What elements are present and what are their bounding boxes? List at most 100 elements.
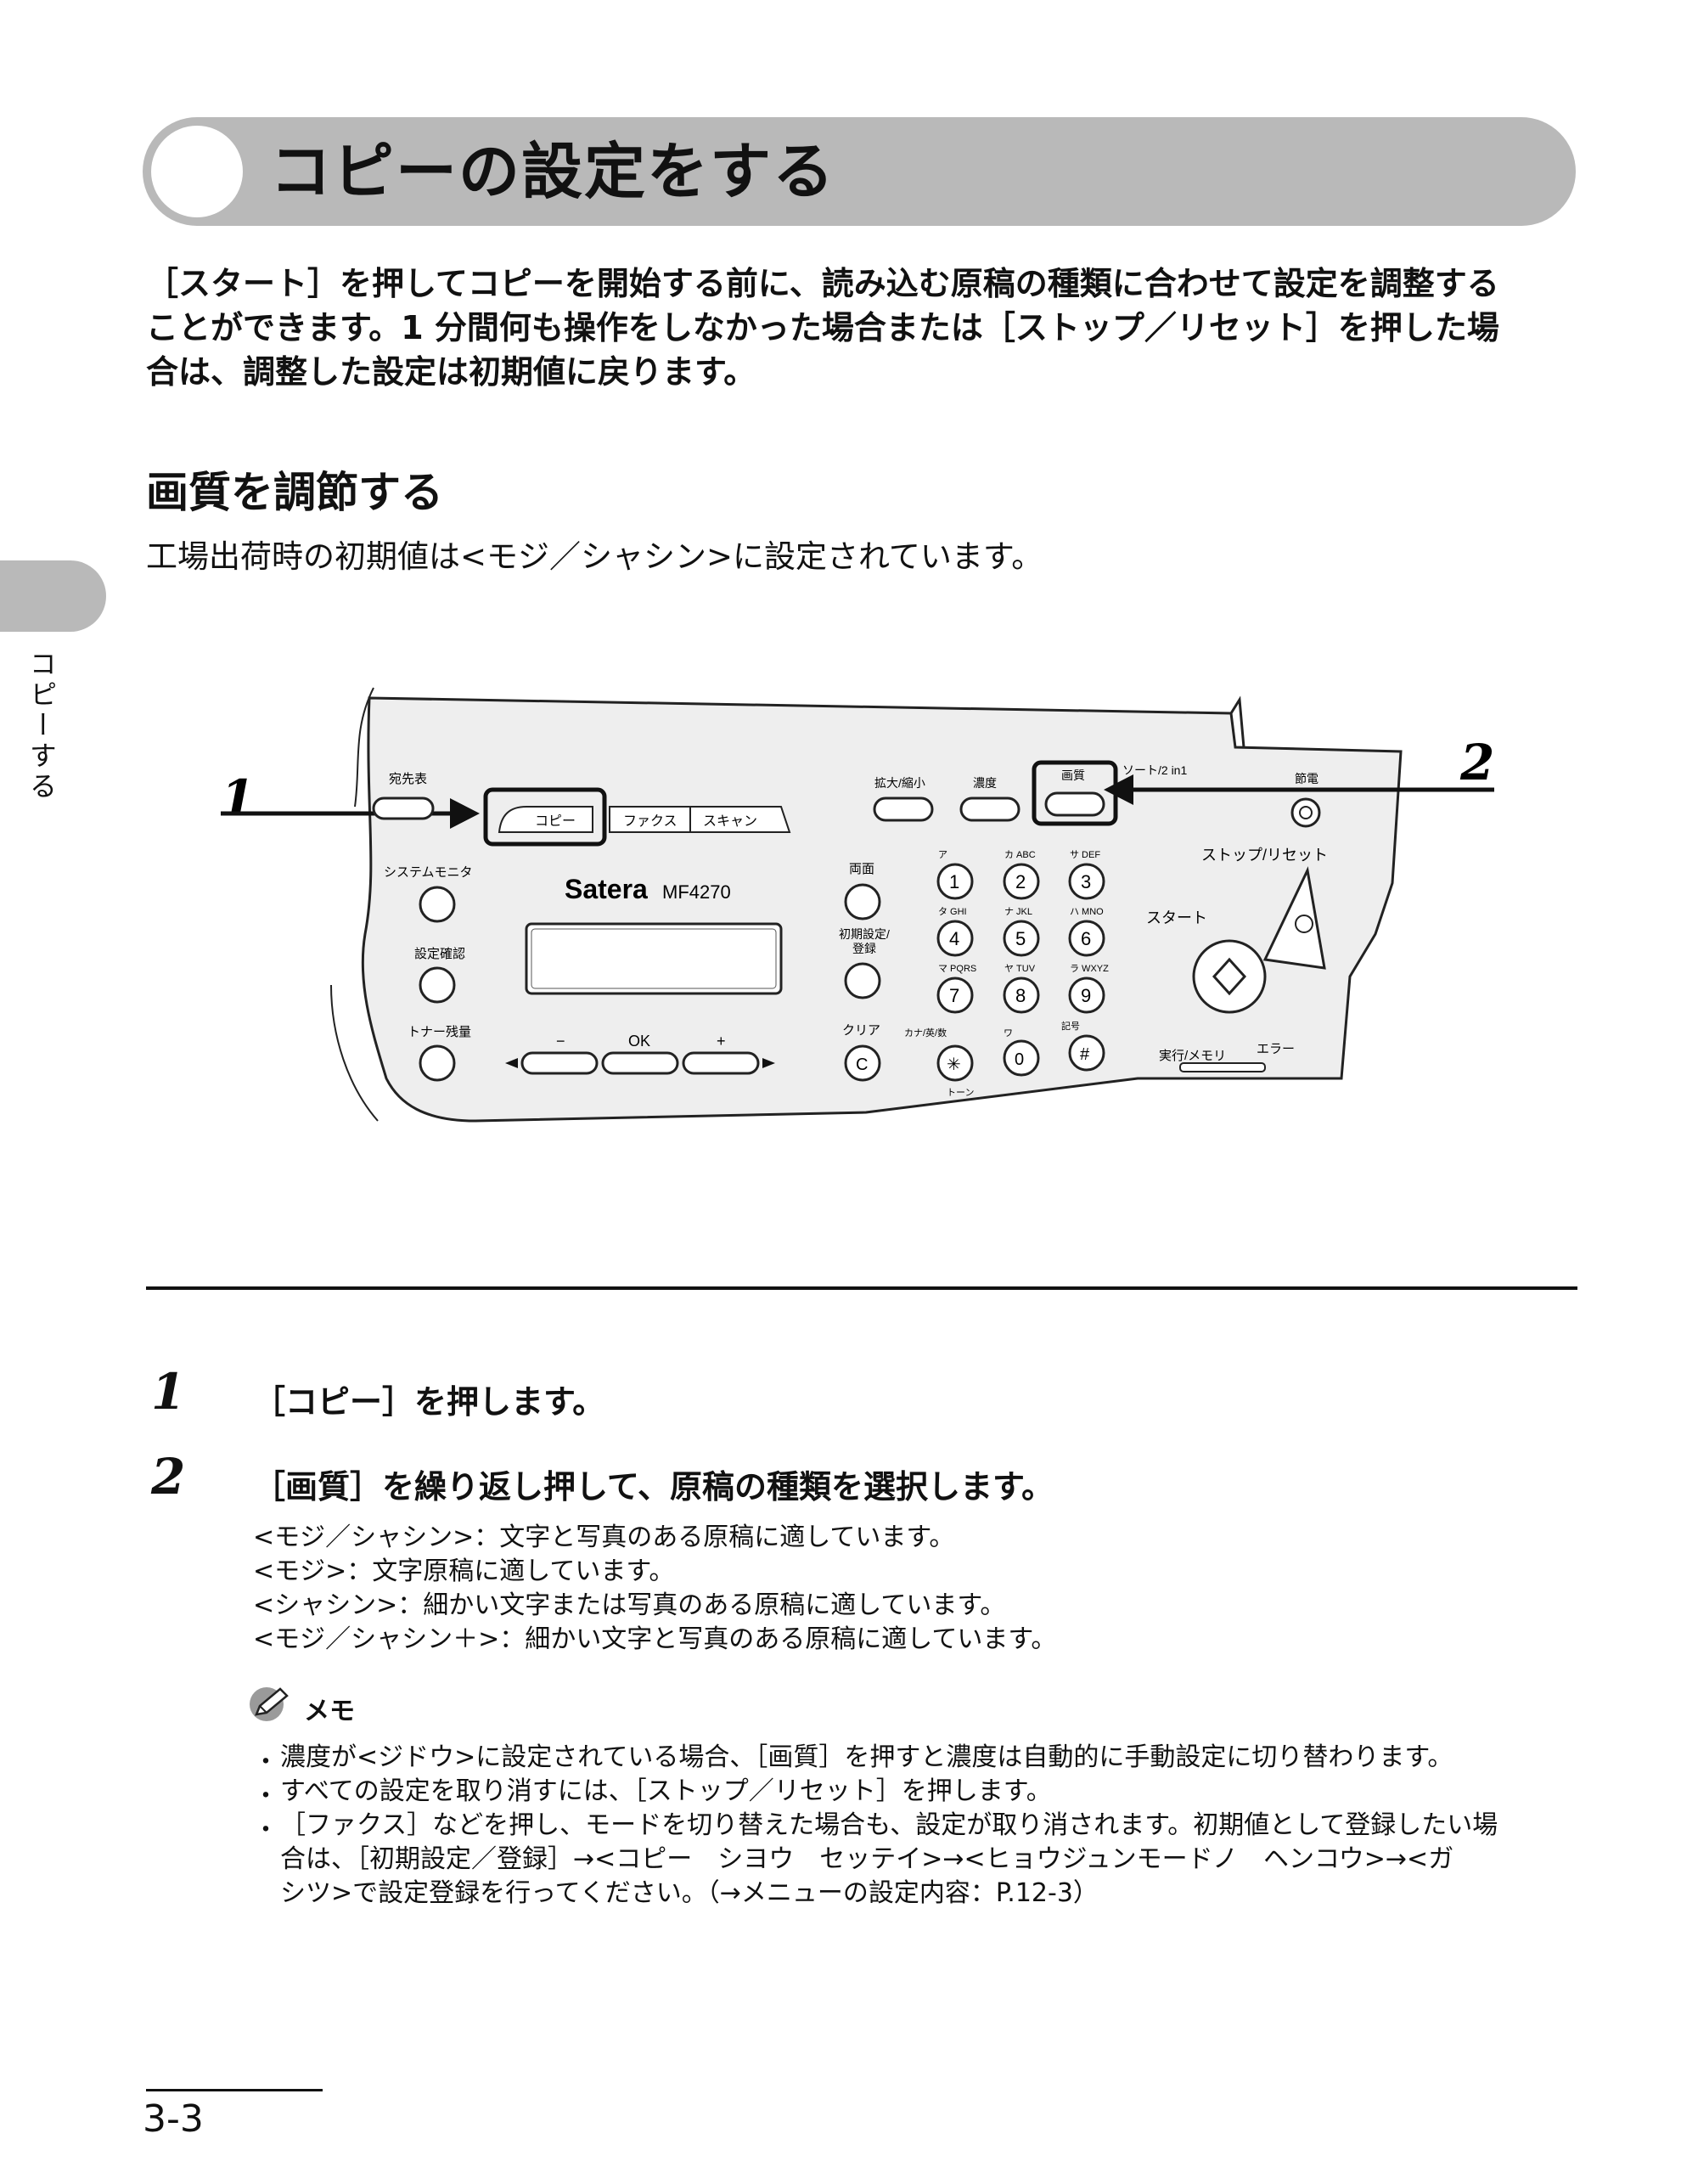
clear-label: クリア xyxy=(842,1023,880,1038)
minus-button[interactable] xyxy=(520,1051,599,1075)
settings-check-button[interactable] xyxy=(419,966,456,1004)
clear-button[interactable] xyxy=(844,1044,881,1082)
hash-key-glyph: # xyxy=(1080,1045,1090,1064)
fax-tab-label: ファクス xyxy=(623,813,678,829)
quality-highlight-box xyxy=(1032,760,1118,826)
memo-item-line: ［ファクス］などを押し、モードを切り替えた場合も、設定が取り消されます。初期値と… xyxy=(280,1810,1498,1840)
lcd-display xyxy=(525,922,783,995)
memo-bullet: ・ xyxy=(253,1782,278,1811)
step-2-number: 2 xyxy=(151,1448,186,1506)
additional-functions-button[interactable] xyxy=(844,962,881,999)
minus-label: − xyxy=(556,1033,565,1050)
memo-pencil-icon xyxy=(250,1687,289,1721)
keypad-key-digit: 8 xyxy=(1015,985,1026,1006)
keypad-key-digit: 7 xyxy=(949,985,959,1006)
keypad-key-letters: ヤ TUV xyxy=(1004,964,1036,974)
keypad-key-4[interactable] xyxy=(936,920,974,957)
keypad-key-digit: 3 xyxy=(1081,871,1091,892)
chapter-tab xyxy=(0,560,106,632)
system-monitor-label: システムモニタ xyxy=(384,865,473,880)
keypad-key-digit: 6 xyxy=(1081,928,1091,949)
stop-icon xyxy=(1295,915,1313,933)
section-heading: 画質を調節する xyxy=(146,468,443,517)
left-arrow-icon xyxy=(505,1058,518,1068)
intro-line: ［スタート］を押してコピーを開始する前に、読み込む原稿の種類に合わせて設定を調整… xyxy=(146,265,1499,302)
toner-button[interactable] xyxy=(419,1044,456,1082)
intro-paragraph: ［スタート］を押してコピーを開始する前に、読み込む原稿の種類に合わせて設定を調整… xyxy=(146,262,1581,394)
memo-item: すべての設定を取り消すには、［ストップ／リセット］を押します。 xyxy=(280,1776,1052,1806)
symbol-label: 記号 xyxy=(1061,1020,1080,1032)
step-1-text: ［コピー］を押します。 xyxy=(253,1383,605,1421)
copy-tab-label: コピー xyxy=(535,814,576,829)
plus-label: + xyxy=(717,1033,726,1050)
fax-tab-button[interactable] xyxy=(609,806,691,833)
keypad-key-1[interactable] xyxy=(936,863,974,900)
control-panel-illustration: 1 2 宛先表 コピー ファクス スキャン 拡大/縮小 濃度 画質 ソート/2 … xyxy=(221,687,1494,1123)
density-button[interactable] xyxy=(959,796,1020,822)
keypad-key-letters: マ PQRS xyxy=(938,964,976,974)
keypad-key-6[interactable] xyxy=(1068,920,1105,957)
keypad-key-letters: ナ JKL xyxy=(1004,906,1032,917)
energy-saver-button[interactable] xyxy=(1290,797,1321,828)
keypad-key-5[interactable] xyxy=(1003,920,1040,957)
star-key-glyph: ✳ xyxy=(947,1055,961,1074)
processing-memory-label: 実行/メモリ xyxy=(1159,1049,1226,1063)
keypad-key-letters: サ DEF xyxy=(1070,849,1100,860)
address-book-label: 宛先表 xyxy=(389,772,427,786)
memo-bullet: ・ xyxy=(253,1748,278,1777)
intro-line: 合は、調整した設定は初期値に戻ります。 xyxy=(146,353,756,391)
two-sided-label: 両面 xyxy=(849,862,874,876)
keypad-key-digit: 5 xyxy=(1015,928,1026,949)
stop-reset-label: ストップ/リセット xyxy=(1201,847,1328,864)
tone-label: トーン xyxy=(947,1088,974,1098)
keypad-key-3[interactable] xyxy=(1068,863,1105,900)
density-label: 濃度 xyxy=(973,776,997,790)
copy-tab-button[interactable] xyxy=(498,806,593,833)
hash-key[interactable] xyxy=(1068,1034,1105,1072)
zoom-button[interactable] xyxy=(873,796,934,822)
keypad-key-digit: 2 xyxy=(1015,871,1026,892)
system-monitor-button[interactable] xyxy=(419,886,456,923)
quality-option: <モジ／シャシン>：文字と写真のある原稿に適しています。 xyxy=(253,1523,955,1552)
keypad-key-2[interactable] xyxy=(1003,863,1040,900)
title-circle-decoration xyxy=(151,126,243,217)
energy-saver-icon xyxy=(1299,806,1313,819)
intro-line: ことができます。1 分間何も操作をしなかった場合または［ストップ／リセット］を押… xyxy=(146,309,1499,346)
additional-functions-label: 初期設定/ xyxy=(839,927,890,941)
keypad-key-9[interactable] xyxy=(1068,977,1105,1014)
quality-option: <モジ／シャシン＋>：細かい文字と写真のある原稿に適しています。 xyxy=(253,1624,1057,1654)
zero-key-glyph: 0 xyxy=(1015,1050,1024,1069)
keypad-key-7[interactable] xyxy=(936,977,974,1014)
settings-check-label: 設定確認 xyxy=(414,947,465,961)
right-arrow-icon xyxy=(762,1058,775,1068)
ok-button[interactable] xyxy=(601,1051,679,1075)
step-2-text: ［画質］を繰り返し押して、原稿の種類を選択します。 xyxy=(253,1468,1054,1506)
zoom-label: 拡大/縮小 xyxy=(874,776,925,790)
plus-button[interactable] xyxy=(682,1051,760,1075)
keypad-key-letters: ラ WXYZ xyxy=(1070,964,1109,974)
image-quality-button[interactable] xyxy=(1044,791,1105,817)
wa-label: ワ xyxy=(1004,1028,1013,1039)
address-book-button[interactable] xyxy=(372,796,435,820)
scan-tab-label: スキャン xyxy=(703,814,757,829)
stop-button[interactable] xyxy=(1262,866,1326,970)
footer-rule xyxy=(146,2089,323,2091)
energy-saver-label: 節電 xyxy=(1295,772,1318,785)
quality-option: <モジ>：文字原稿に適しています。 xyxy=(253,1556,675,1586)
memo-bullet: ・ xyxy=(253,1815,278,1845)
error-label: エラー xyxy=(1257,1042,1295,1056)
scan-tab-button[interactable] xyxy=(689,806,791,833)
star-key[interactable] xyxy=(936,1044,974,1082)
memo-item-line: 合は、［初期設定／登録］→<コピー シヨウ セッテイ>→<ヒョウジュンモードノ … xyxy=(280,1844,1454,1874)
keypad-key-digit: 9 xyxy=(1081,985,1091,1006)
chapter-tab-label: コピーする xyxy=(25,650,58,802)
memo-item: 濃度が<ジドウ>に設定されている場合、［画質］を押すと濃度は自動的に手動設定に切… xyxy=(280,1742,1453,1772)
two-sided-button[interactable] xyxy=(844,883,881,920)
start-label: スタート xyxy=(1146,909,1207,926)
keypad-key-8[interactable] xyxy=(1003,977,1040,1014)
zero-key[interactable] xyxy=(1003,1039,1040,1077)
title-banner xyxy=(143,117,1576,226)
keypad-key-letters: タ GHI xyxy=(938,906,967,917)
start-button[interactable] xyxy=(1192,939,1267,1014)
start-icon xyxy=(1212,957,1247,996)
